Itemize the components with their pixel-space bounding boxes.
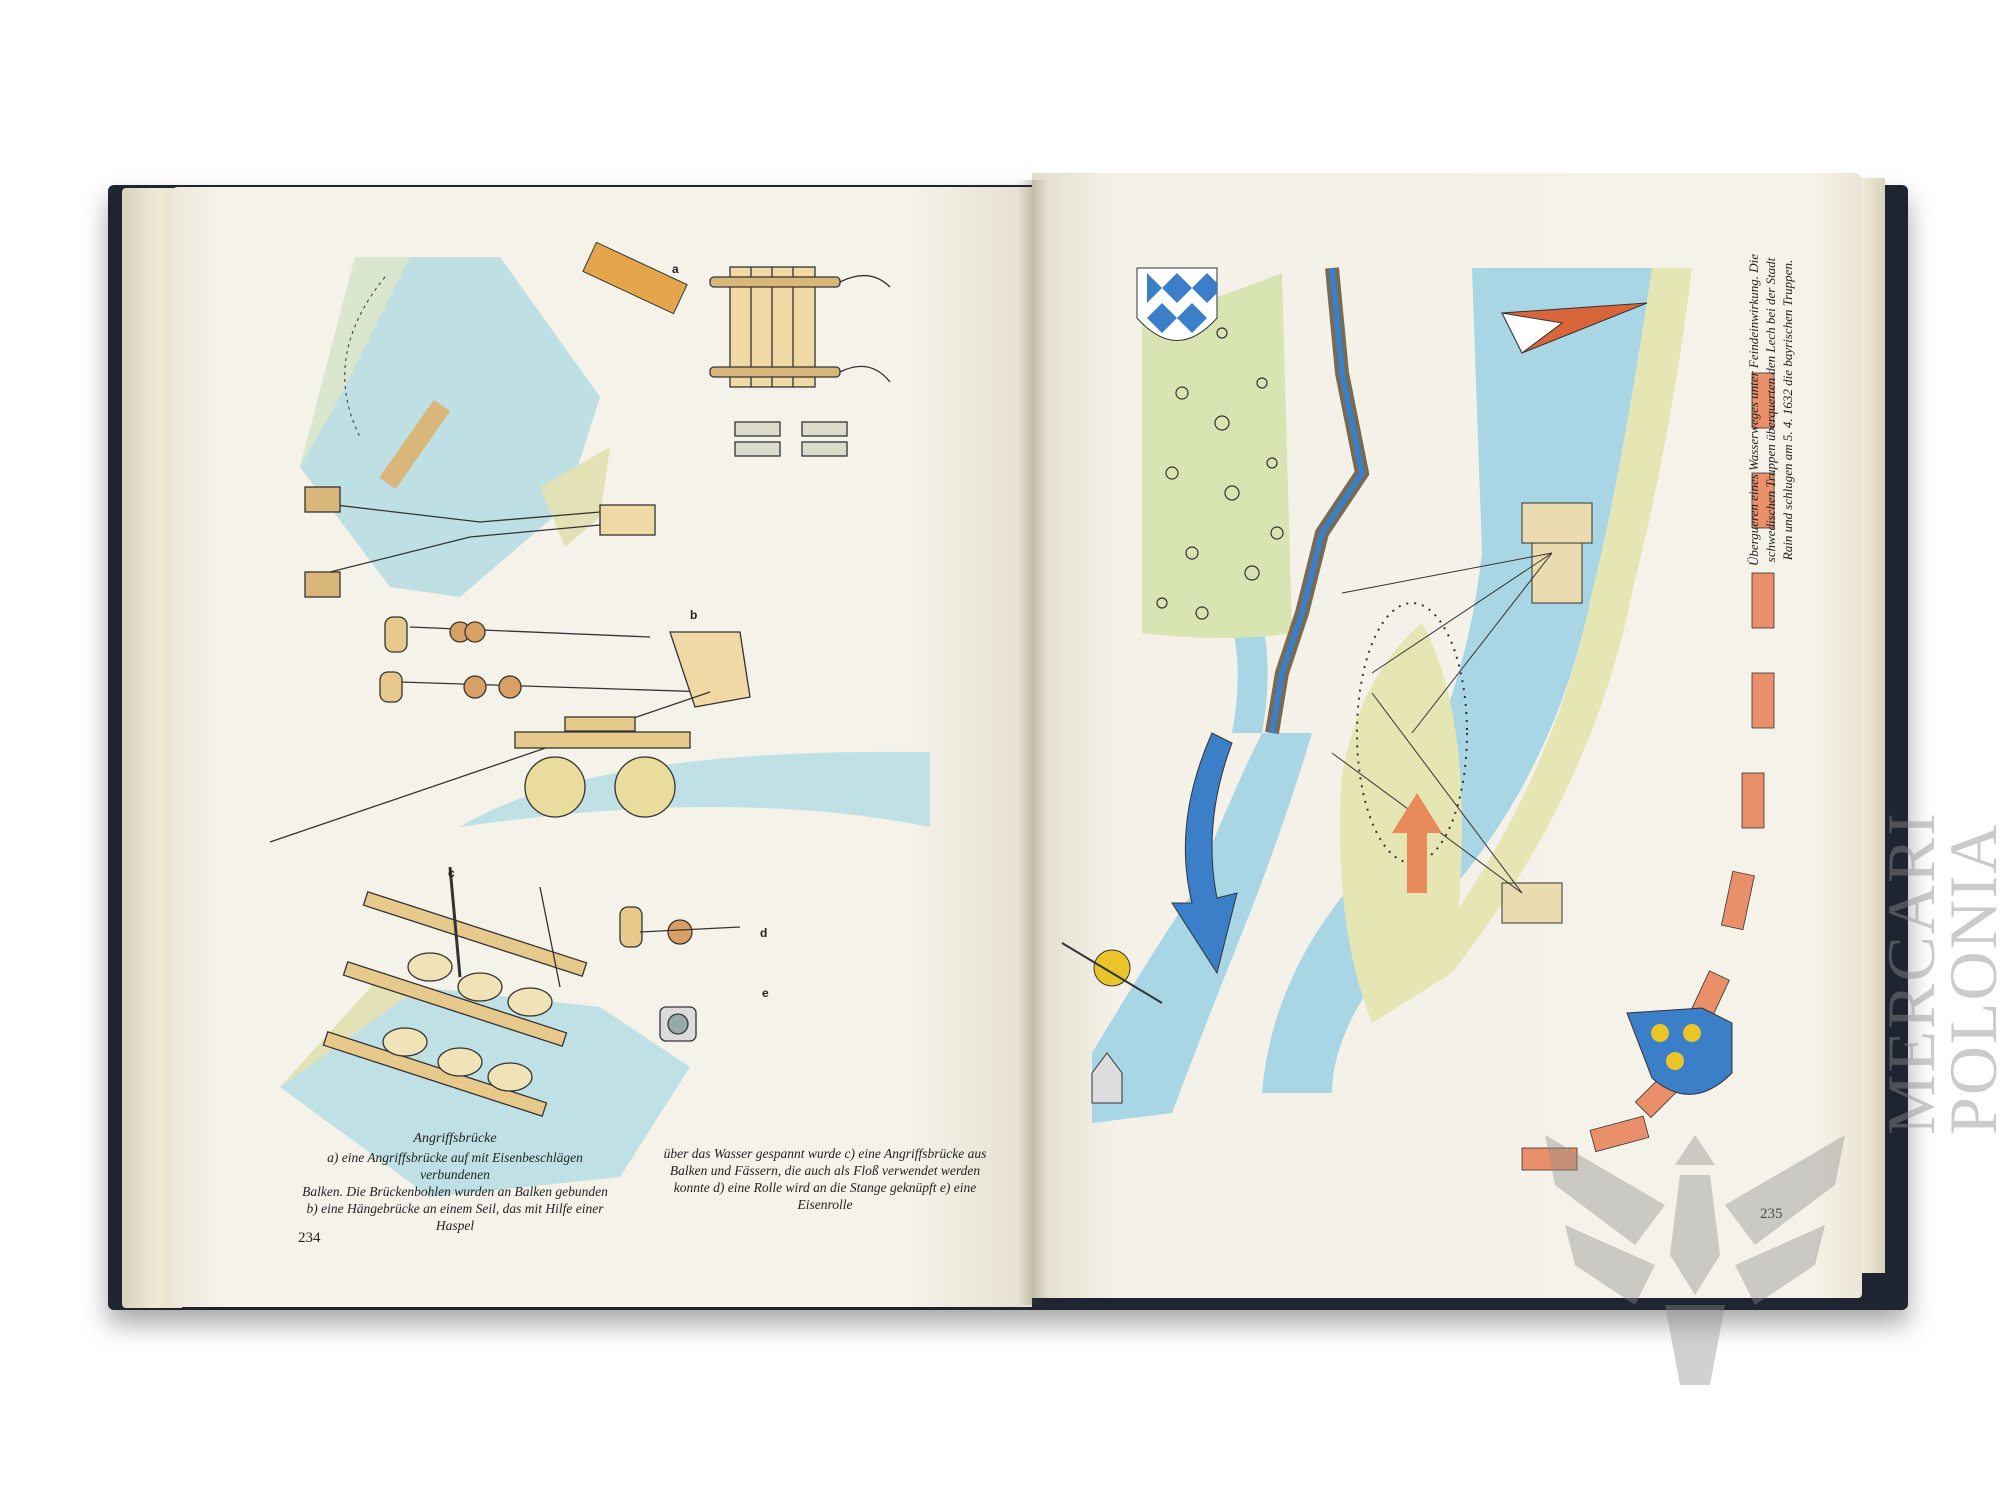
left-caption-continued: über das Wasser gespannt wurde c) eine A… — [640, 1145, 1010, 1213]
figure-label-d: d — [760, 926, 768, 940]
left-caption: Angriffsbrücke a) eine Angriffsbrücke au… — [300, 1130, 610, 1234]
caption-line: Eisenrolle — [797, 1197, 853, 1212]
eagle-watermark-icon — [1545, 1135, 1845, 1385]
page-number-left: 234 — [298, 1230, 321, 1246]
figure-label-c: c — [448, 866, 455, 880]
river-crossing-map — [1061, 267, 1775, 1171]
caption-line: über das Wasser gespannt wurde c) eine A… — [663, 1146, 987, 1161]
figure-label-a: a — [672, 262, 679, 276]
side-caption-line: schwedischen Truppen überquerten den Lec… — [1763, 257, 1778, 563]
side-caption-line: Übergueren eines Wasserweges unter Feind… — [1746, 254, 1761, 566]
caption-line: Balken und Fässern, die auch als Floß ve… — [669, 1163, 981, 1178]
caption-line: a) eine Angriffsbrücke auf mit Eisenbesc… — [327, 1150, 583, 1182]
book-gutter — [1018, 180, 1048, 1305]
caption-line: Balken. Die Brückenbohlen wurden an Balk… — [302, 1184, 608, 1199]
figure-label-b: b — [690, 608, 698, 622]
caption-line: b) eine Hängebrücke an einem Seil, das m… — [306, 1201, 604, 1233]
caption-title: Angriffsbrücke — [413, 1131, 497, 1146]
bridge-illustrations — [269, 241, 930, 1197]
right-side-caption: Übergueren eines Wasserweges unter Feind… — [1745, 250, 1796, 570]
caption-line: konnte d) eine Rolle wird an die Stange … — [673, 1180, 977, 1195]
watermark-line: MERCARI — [1873, 811, 1949, 1135]
figure-label-e: e — [762, 986, 769, 1000]
watermark-text: MERCARI POLONIA — [1873, 811, 2000, 1135]
page-number-right: 235 — [1760, 1206, 1783, 1223]
side-caption-line: Rain und schlugen am 5. 4. 1632 die bayr… — [1780, 259, 1795, 561]
watermark-line: POLONIA — [1935, 822, 2000, 1135]
